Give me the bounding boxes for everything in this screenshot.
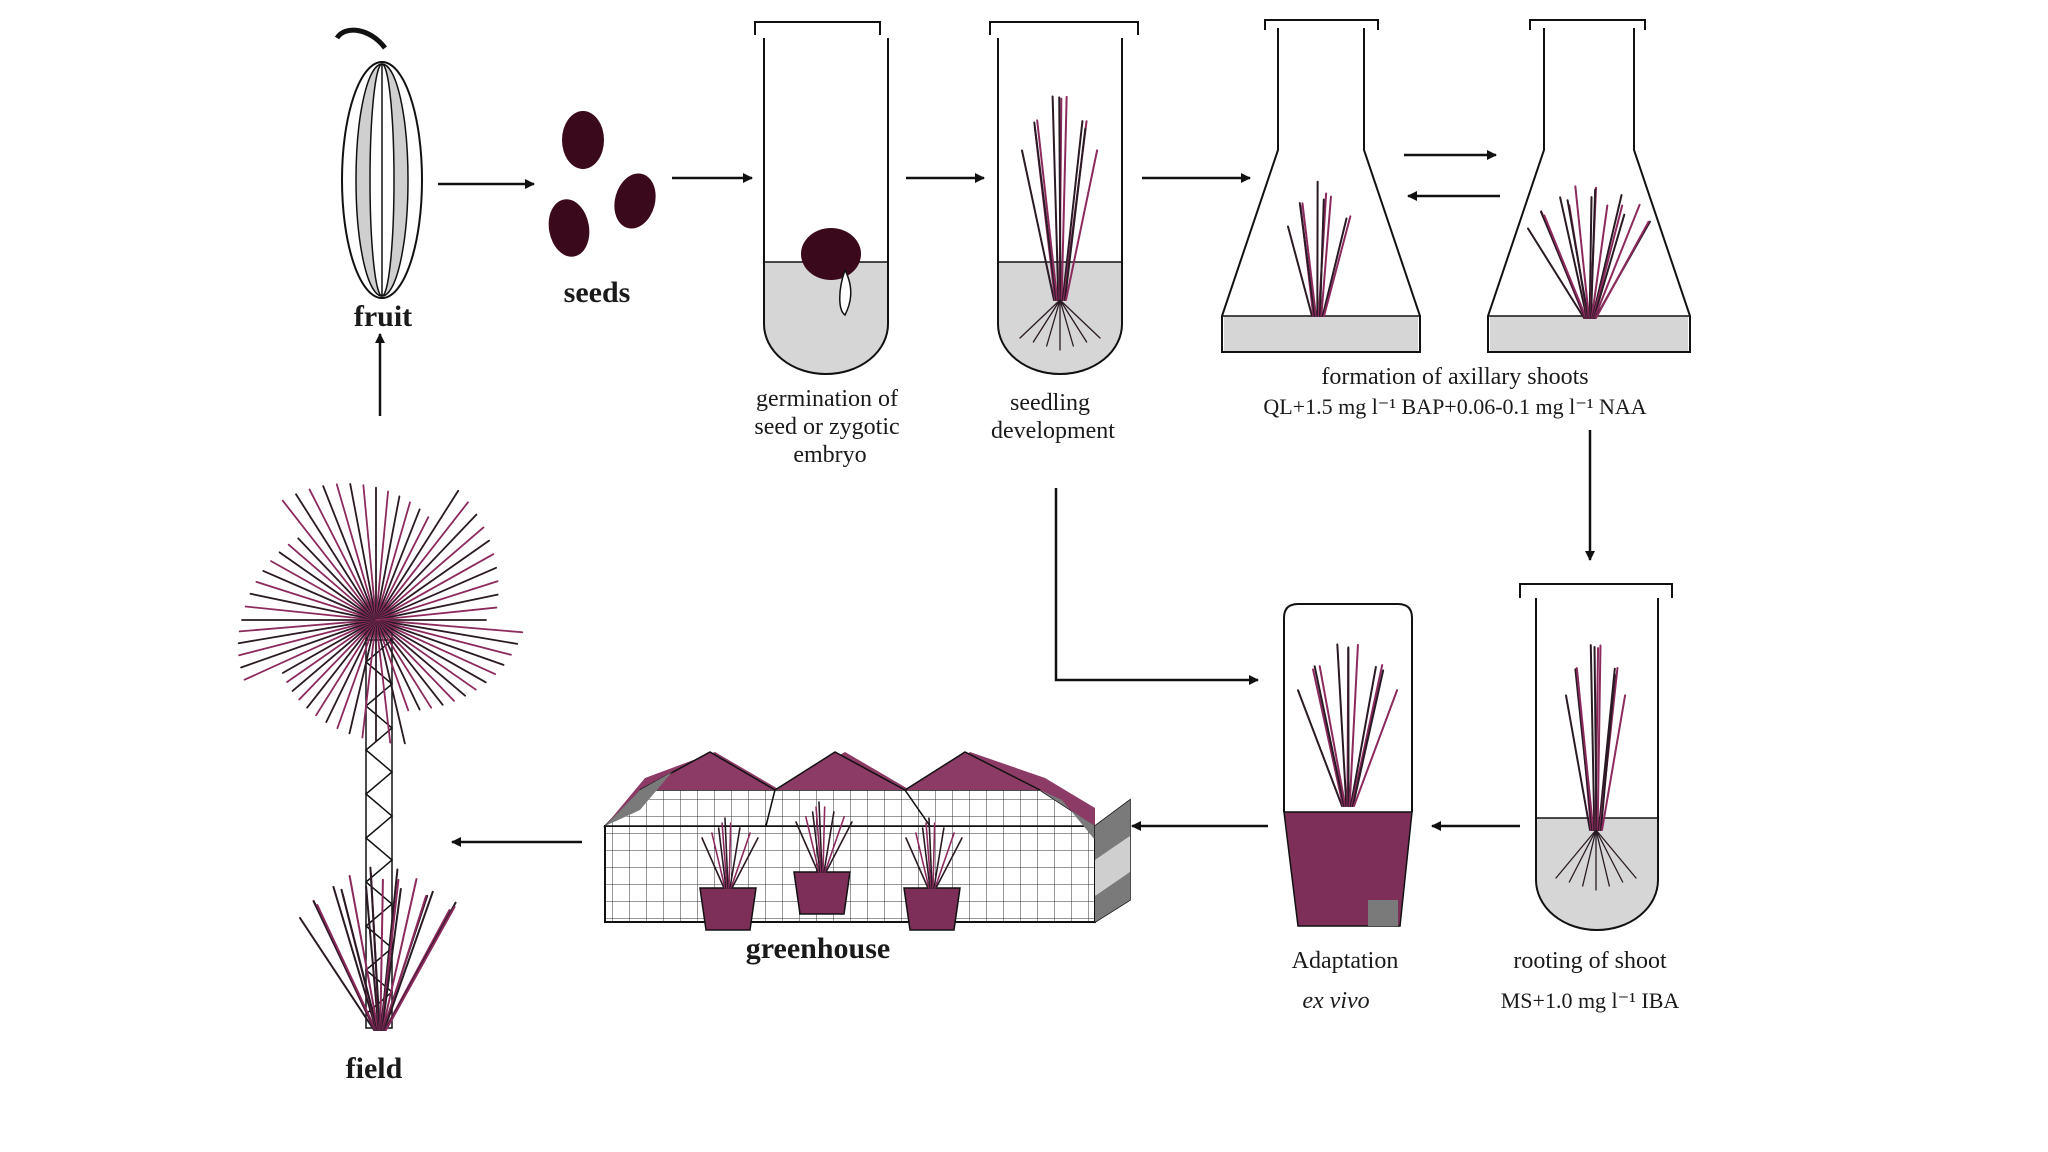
flow-arrows xyxy=(380,155,1590,842)
seeds-illustration xyxy=(544,111,661,260)
fruit-illustration xyxy=(337,30,422,298)
rooting-tube xyxy=(1520,584,1672,930)
rooting-medium: MS+1.0 mg l⁻¹ IBA xyxy=(1501,988,1680,1013)
axillary-flask-2 xyxy=(1488,20,1690,352)
axillary-medium: QL+1.5 mg l⁻¹ BAP+0.06-0.1 mg l⁻¹ NAA xyxy=(1263,394,1646,419)
rooting-title: rooting of shoot xyxy=(1513,948,1667,974)
germination-label: germination of seed or zygotic embryo xyxy=(754,386,905,468)
adaptation-pot xyxy=(1284,604,1412,926)
field-label: field xyxy=(346,1052,403,1085)
fruit-label: fruit xyxy=(354,300,412,333)
adaptation-sub: ex vivo xyxy=(1302,988,1369,1014)
adaptation-label: Adaptation xyxy=(1292,948,1399,974)
seedling-label: seedling development xyxy=(991,390,1115,444)
axillary-flask-1 xyxy=(1222,20,1420,352)
seeds-label: seeds xyxy=(564,276,631,309)
greenhouse-illustration xyxy=(605,752,1130,930)
seedling-tube xyxy=(990,22,1138,374)
germination-tube xyxy=(755,22,888,374)
greenhouse-label: greenhouse xyxy=(746,932,890,965)
arrow-seedling-to-adaptation xyxy=(1056,488,1258,680)
palm-tree-illustration xyxy=(239,484,523,1030)
axillary-title: formation of axillary shoots xyxy=(1321,364,1588,390)
